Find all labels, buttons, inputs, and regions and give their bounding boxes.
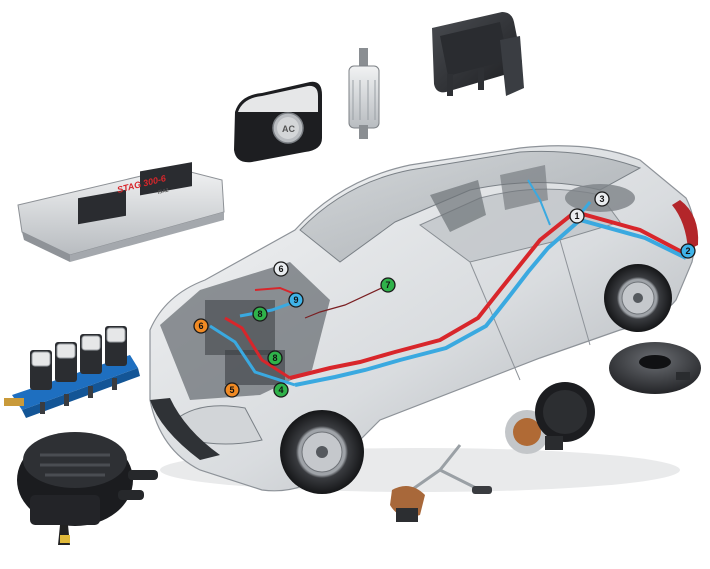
marker-6-lower-label: 6 (198, 321, 203, 331)
marker-8-lower-label: 8 (272, 353, 277, 363)
ecu-sub-label: ISA2 (157, 187, 169, 196)
marker-3: 3 (594, 191, 610, 207)
gas-lines (209, 179, 687, 387)
marker-2-dot (680, 243, 696, 259)
marker-6-upper-label: 6 (278, 264, 283, 274)
callout-markers: 1 2 3 4 5 6 6 7 8 8 9 (193, 191, 696, 398)
marker-7-label: 7 (385, 280, 390, 290)
marker-1-dot (569, 208, 585, 224)
marker-7: 7 (380, 277, 396, 293)
lpg-switch: AC (234, 81, 322, 163)
multivalve (505, 382, 595, 454)
gas-reducer (17, 432, 158, 545)
marker-8-lower: 8 (267, 350, 283, 366)
gas-ecu-controller: STAG 300-6 ISA2 (17, 162, 225, 262)
marker-3-dot (594, 191, 610, 207)
gas-injector-rail (4, 326, 140, 418)
marker-3-label: 3 (599, 194, 604, 204)
marker-9-dot (288, 292, 304, 308)
marker-5-label: 5 (229, 385, 234, 395)
marker-2: 2 (680, 243, 696, 259)
gas-filter (348, 48, 380, 139)
marker-4-label: 4 (278, 385, 283, 395)
switch-logo: AC (282, 124, 295, 134)
map-sensor (432, 12, 524, 96)
marker-1: 1 (569, 208, 585, 224)
car-cutaway (149, 145, 699, 494)
marker-4: 4 (273, 382, 289, 398)
marker-5: 5 (224, 382, 240, 398)
marker-6-lower: 6 (193, 318, 209, 334)
marker-9: 9 (288, 292, 304, 308)
marker-8-upper-dot (252, 306, 268, 322)
marker-9-label: 9 (293, 295, 298, 305)
marker-6-lower-dot (193, 318, 209, 334)
marker-2-label: 2 (685, 246, 690, 256)
marker-7-dot (380, 277, 396, 293)
toroidal-gas-tank (609, 342, 701, 394)
marker-8-upper: 8 (252, 306, 268, 322)
marker-1-label: 1 (574, 211, 579, 221)
marker-8-upper-label: 8 (257, 309, 262, 319)
gas-level-sensor (390, 444, 492, 522)
marker-8-lower-dot (267, 350, 283, 366)
marker-4-dot (273, 382, 289, 398)
marker-5-dot (224, 382, 240, 398)
marker-6-upper: 6 (273, 261, 289, 277)
marker-6-upper-dot (273, 261, 289, 277)
